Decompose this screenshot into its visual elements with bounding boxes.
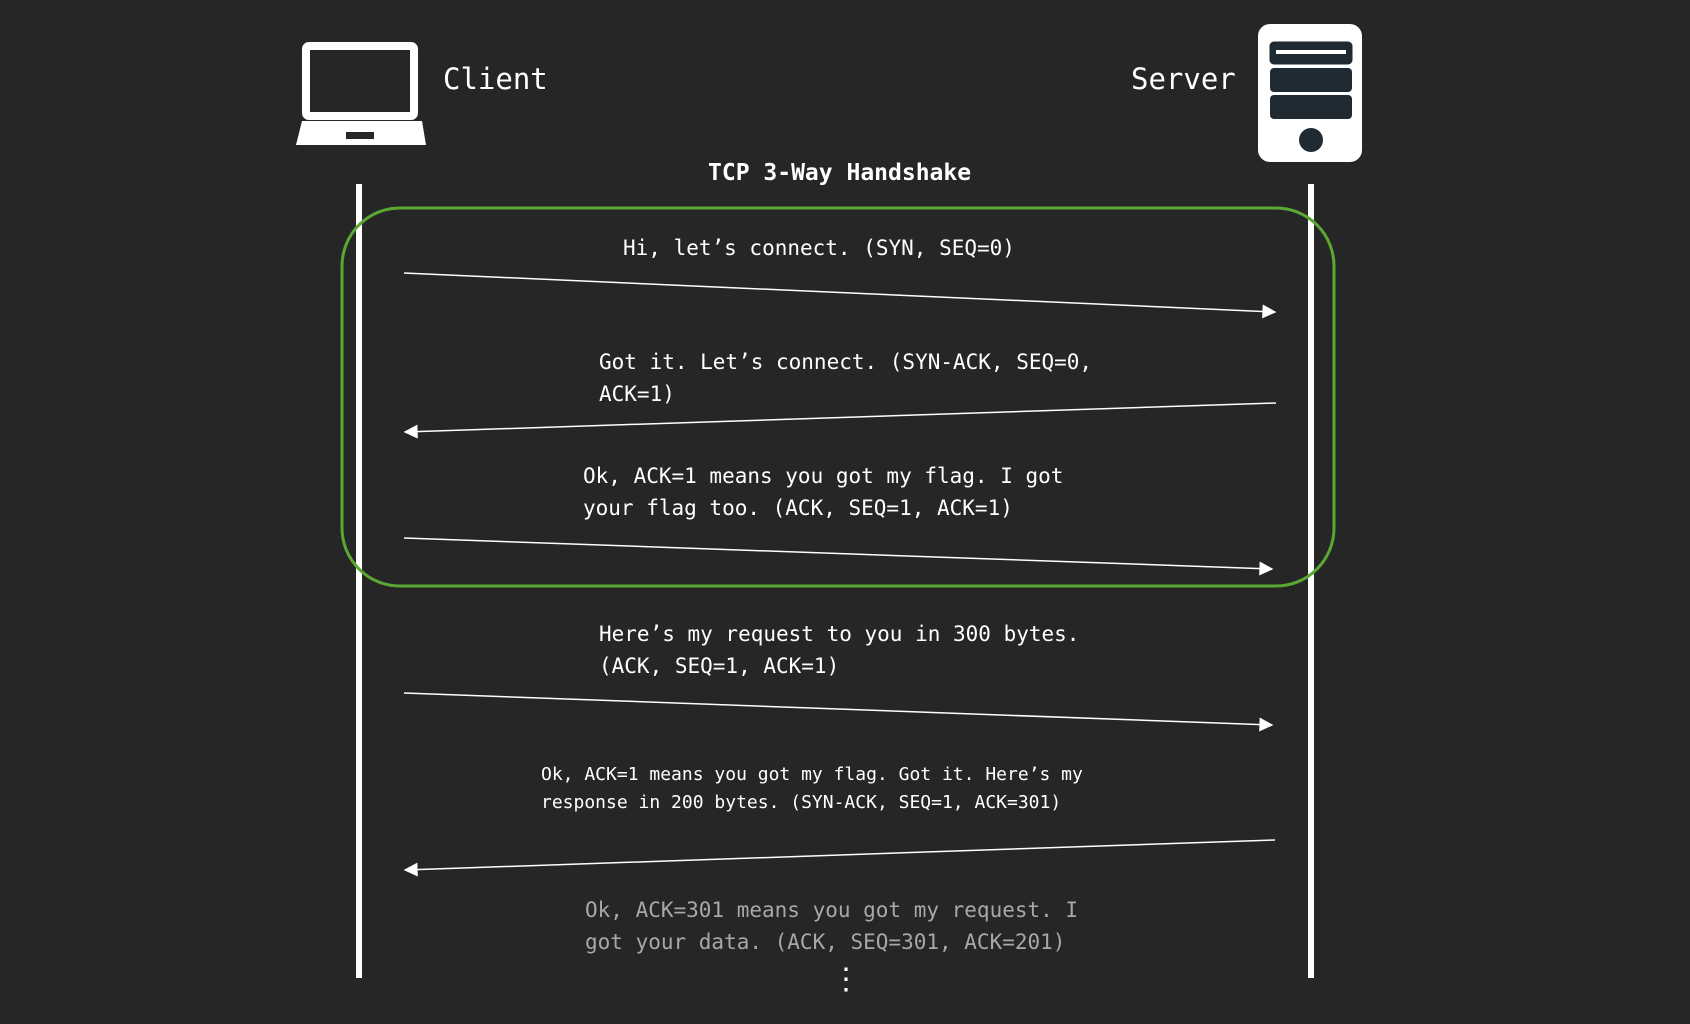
message-arrow-3: [403, 537, 1274, 576]
message-label-3: Ok, ACK=1 means you got my flag. I got y…: [583, 464, 1064, 520]
client-label: Client: [443, 62, 548, 96]
message-arrow-2: [403, 402, 1277, 439]
message-arrow-5: [403, 839, 1276, 877]
message-arrow-1: [403, 272, 1277, 319]
message-label-1: Hi, let’s connect. (SYN, SEQ=0): [623, 236, 1015, 260]
continuation-ellipsis: ⋮: [831, 962, 861, 997]
message-label-4: Here’s my request to you in 300 bytes. (…: [599, 622, 1080, 678]
message-arrow-4: [403, 692, 1274, 732]
diagram-title: TCP 3-Way Handshake: [708, 160, 972, 186]
server-label: Server: [1131, 62, 1236, 96]
message-label-5: Ok, ACK=1 means you got my flag. Got it.…: [541, 764, 1083, 813]
laptop-icon: [296, 42, 426, 145]
server-icon: [1258, 24, 1362, 162]
message-label-6: Ok, ACK=301 means you got my request. I …: [585, 898, 1079, 954]
handshake-box: [340, 206, 1336, 588]
message-label-2: Got it. Let’s connect. (SYN-ACK, SEQ=0, …: [599, 350, 1093, 406]
